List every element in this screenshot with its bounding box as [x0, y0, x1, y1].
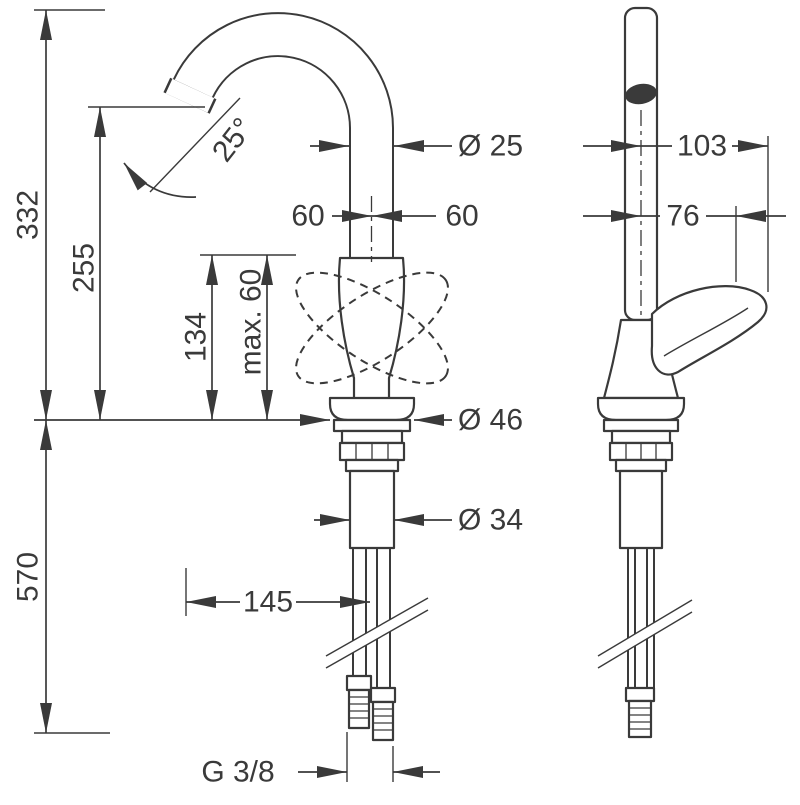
base-flange	[328, 396, 416, 422]
break-line-side	[597, 599, 693, 669]
spout-angle-annotation: 25°	[123, 97, 260, 198]
spout-outline	[163, 12, 394, 262]
dim-label-under-height: 570	[12, 552, 45, 602]
front-view: 25°	[12, 9, 523, 789]
side-dimension-lines	[583, 132, 786, 292]
supply-hoses-side	[627, 548, 655, 688]
dim-label-overall-height: 332	[12, 190, 45, 240]
threaded-shank-side	[618, 469, 664, 550]
mounting-hardware	[332, 418, 412, 550]
break-line	[325, 597, 429, 669]
dim-label-spout-dia: Ø 25	[458, 130, 523, 163]
handle-swing-dashed	[295, 271, 449, 385]
threaded-shank	[348, 469, 396, 550]
spout-opening	[625, 83, 657, 105]
dim-label-spout-angle: 25°	[206, 112, 260, 168]
mounting-hardware-side	[602, 418, 680, 550]
hose-connector-right	[369, 686, 397, 742]
dim-label-offset-right: 60	[445, 200, 478, 233]
hose-connector-left	[345, 674, 373, 730]
dim-label-thread: G 3/8	[201, 756, 274, 789]
side-view: 103 76	[583, 6, 786, 739]
dim-label-offset-left: 60	[291, 200, 324, 233]
dim-label-shank-dia: Ø 34	[458, 504, 523, 537]
dim-label-body-height: 134	[180, 312, 213, 362]
dim-label-max-clearance: max. 60	[235, 269, 268, 376]
hose-connector-side	[624, 686, 656, 739]
base-flange-side	[596, 396, 686, 422]
dim-label-side-offset: 76	[666, 200, 699, 233]
dim-label-reach: 145	[243, 586, 293, 619]
dim-label-base-dia: Ø 46	[458, 404, 523, 437]
dim-label-spout-height: 255	[68, 243, 101, 293]
supply-hoses	[352, 548, 391, 690]
front-dimension-lines	[34, 9, 452, 782]
lever-handle	[650, 285, 768, 376]
dim-label-side-depth: 103	[677, 130, 727, 163]
